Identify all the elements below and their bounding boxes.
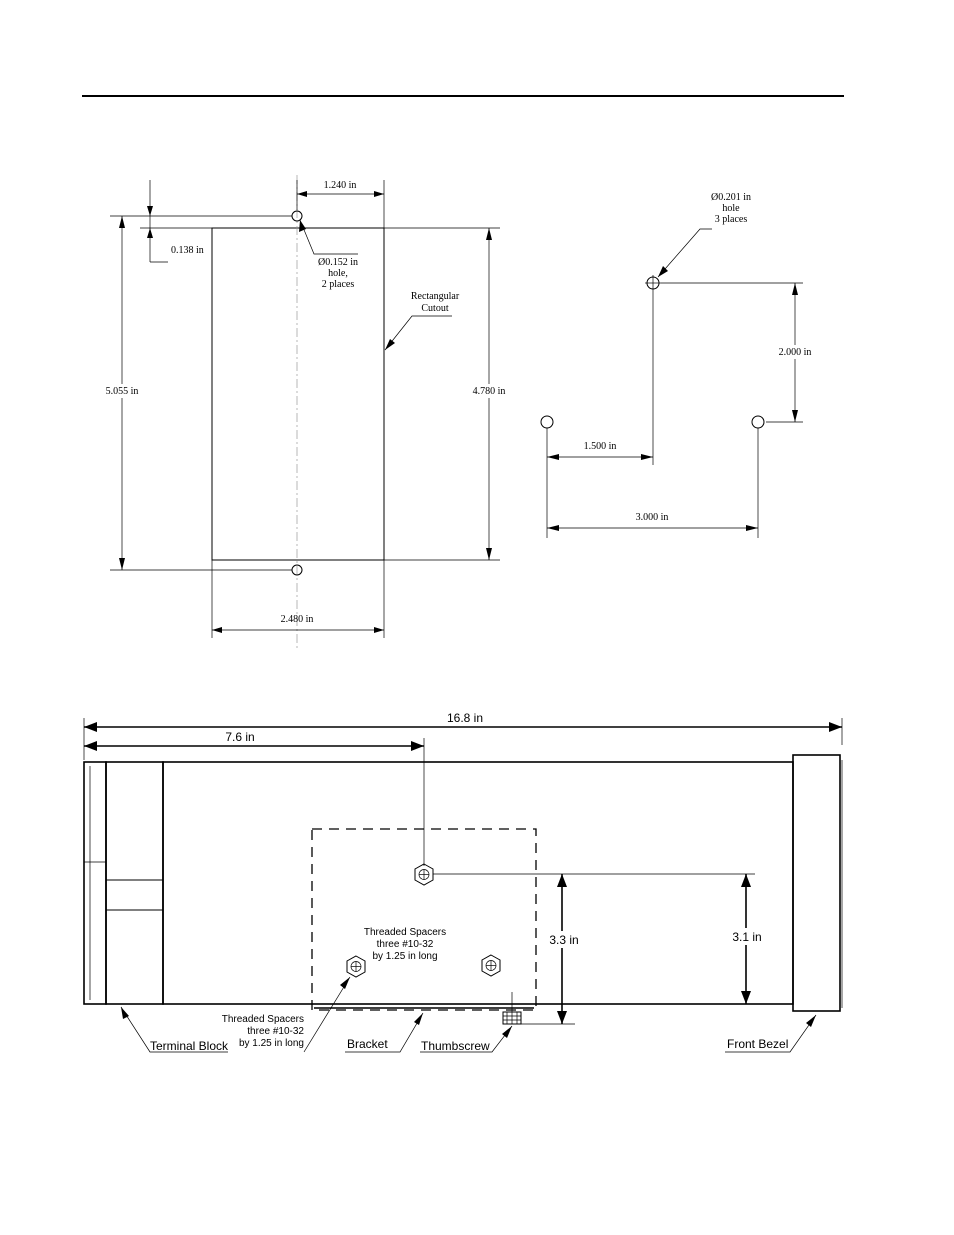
dim-height-rect: 4.780 in (473, 386, 506, 397)
pattern-right-hole (751, 415, 765, 429)
hole-label-line1: Ø0.152 in (318, 257, 358, 268)
spacers-outer-line1: Threaded Spacers (222, 1014, 304, 1025)
dim-height-total: 5.055 in (106, 386, 139, 397)
hole-label-line3: 2 places (322, 279, 355, 290)
front-bezel-leader (725, 1014, 817, 1053)
pattern-hole-label-line2: hole (722, 203, 740, 214)
bracket-leader (345, 1012, 424, 1053)
rect-label-line2: Cutout (421, 303, 448, 314)
spacers-inner-line3: by 1.25 in long (372, 951, 437, 962)
hole-pattern-view: Ø0.201 in hole 3 places 2.000 in 1.500 i… (540, 192, 817, 538)
terminal-block-plate (83, 761, 107, 1005)
front-bezel (792, 754, 841, 1012)
cutout-view: 1.240 in 0.138 in Ø0.152 in hole, 2 plac… (100, 175, 511, 648)
label-bracket: Bracket (347, 1037, 388, 1051)
dim-h2: 3.1 in (732, 930, 761, 944)
bracket-outline (311, 828, 537, 1011)
spacers-outer-line3: by 1.25 in long (239, 1038, 304, 1049)
dim-offset: 7.6 in (225, 730, 254, 744)
dim-width-top: 1.240 in (324, 180, 357, 191)
hole-leader (299, 219, 358, 255)
dim-hole-offset: 0.138 in (171, 245, 204, 256)
label-front-bezel: Front Bezel (727, 1037, 788, 1051)
thumbscrew (502, 992, 522, 1025)
pattern-left-hole (540, 415, 554, 429)
terminal-connector (105, 879, 164, 911)
label-thumbscrew: Thumbscrew (421, 1039, 490, 1053)
side-view: 16.8 in 7.6 in (83, 711, 843, 1053)
terminal-block (105, 761, 164, 1005)
label-terminal-block: Terminal Block (150, 1039, 229, 1053)
pattern-hole-label-line1: Ø0.201 in (711, 192, 751, 203)
rectangular-cutout (211, 227, 385, 561)
spacers-inner-line1: Threaded Spacers (364, 927, 446, 938)
spacer-top (414, 863, 434, 886)
spacers-outer-leader (303, 976, 351, 1053)
hole-label-line2: hole, (328, 268, 348, 279)
dim-width-bottom: 2.480 in (281, 614, 314, 625)
dim-vertical: 2.000 in (779, 347, 812, 358)
spacers-inner-line2: three #10-32 (377, 939, 434, 950)
spacers-outer-line2: three #10-32 (247, 1026, 304, 1037)
cutout-leader (384, 315, 452, 351)
spacer-left (346, 955, 366, 978)
pattern-hole-leader (657, 228, 712, 278)
terminal-block-leader (120, 1006, 228, 1053)
rect-label-line1: Rectangular (411, 291, 460, 302)
spacer-right (481, 954, 501, 977)
dim-span: 3.000 in (636, 512, 669, 523)
dim-overall: 16.8 in (447, 711, 483, 725)
dim-half-span: 1.500 in (584, 441, 617, 452)
dim-h1: 3.3 in (549, 933, 578, 947)
main-body (162, 761, 794, 1005)
pattern-hole-label-line3: 3 places (715, 214, 748, 225)
